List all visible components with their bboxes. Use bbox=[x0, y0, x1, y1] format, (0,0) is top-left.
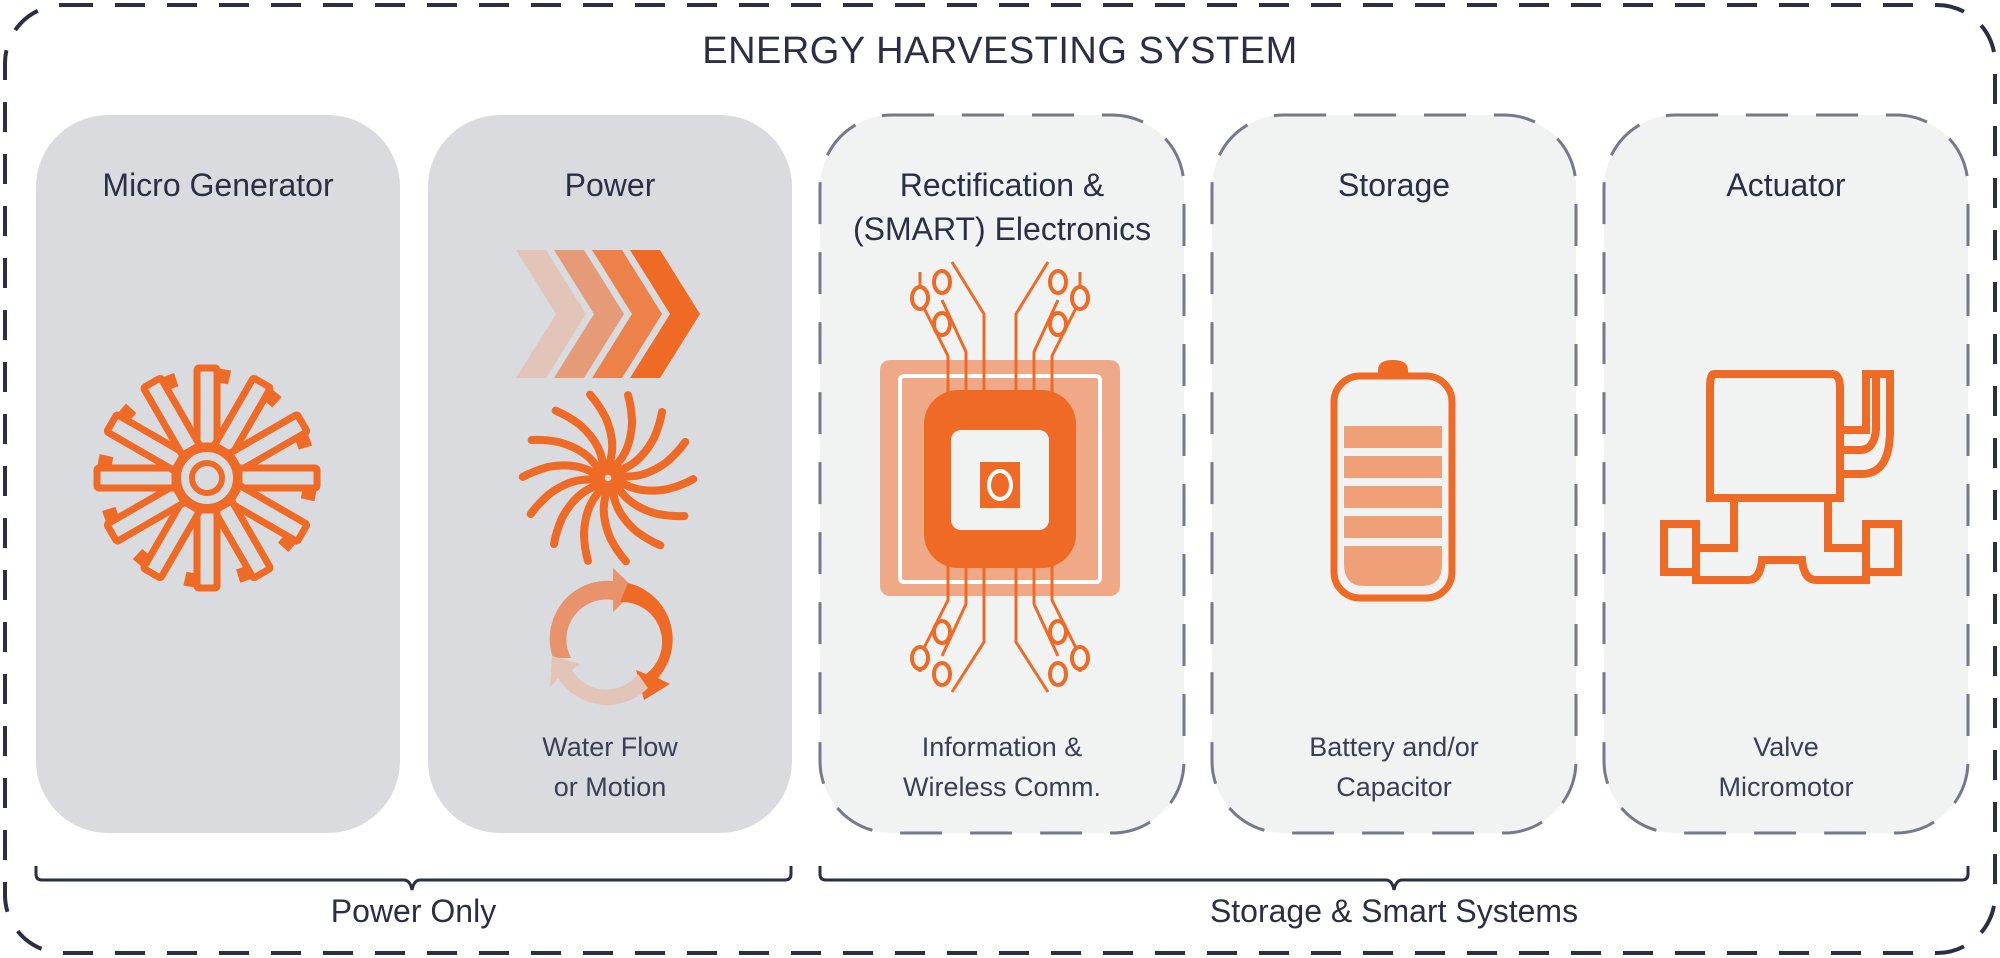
caption-line: Micromotor bbox=[1718, 772, 1854, 802]
swirl-arm bbox=[550, 480, 608, 548]
panel-caption: Water Flow or Motion bbox=[428, 727, 792, 807]
panel-title: Micro Generator bbox=[36, 163, 400, 207]
cycle-arrows-icon bbox=[549, 568, 673, 705]
panel-title-line: Micro Generator bbox=[102, 167, 334, 203]
panel-title: Rectification & (SMART) Electronics bbox=[820, 163, 1184, 251]
panel-title: Power bbox=[428, 163, 792, 207]
chevron-arrows-icon bbox=[516, 250, 700, 378]
swirl-arm bbox=[605, 391, 637, 475]
circuit-chip-icon bbox=[880, 261, 1120, 693]
panel-title-line: Power bbox=[564, 167, 656, 203]
panel-title-line: Rectification & bbox=[899, 167, 1105, 203]
swirl-arm bbox=[610, 437, 690, 481]
swirl-arm bbox=[610, 476, 689, 521]
caption-line: or Motion bbox=[553, 772, 667, 802]
swirl-water-icon bbox=[518, 390, 698, 566]
valve-icon bbox=[1660, 370, 1902, 584]
swirl-arm bbox=[608, 479, 665, 550]
caption-line: Water Flow bbox=[542, 732, 678, 762]
group-label-power-only: Power Only bbox=[330, 893, 497, 929]
power-only-bracket bbox=[34, 866, 793, 891]
swirl-arm bbox=[611, 473, 698, 495]
battery-icon bbox=[1330, 360, 1456, 602]
generator-wheel-icon bbox=[93, 364, 321, 592]
caption-line: Information & bbox=[921, 732, 1083, 762]
caption-line: Valve bbox=[1753, 732, 1819, 762]
swirl-arm bbox=[527, 435, 606, 480]
swirl-arm bbox=[586, 390, 617, 476]
group-label-storage-smart-systems: Storage & Smart Systems bbox=[1209, 893, 1579, 929]
swirl-arm bbox=[526, 475, 606, 519]
caption-line: Capacitor bbox=[1336, 772, 1452, 802]
panel-caption: Information & Wireless Comm. bbox=[820, 727, 1184, 807]
panel-title-line: (SMART) Electronics bbox=[852, 211, 1152, 247]
swirl-arm bbox=[551, 406, 608, 477]
caption-line: Battery and/or bbox=[1309, 732, 1479, 762]
diagram-title: ENERGY HARVESTING SYSTEM bbox=[702, 30, 1298, 72]
storage-smart-bracket bbox=[818, 866, 1970, 891]
swirl-arm bbox=[518, 461, 605, 483]
caption-line: Wireless Comm. bbox=[902, 772, 1101, 802]
panel-title-line: Storage bbox=[1337, 167, 1451, 203]
swirl-arm bbox=[608, 408, 666, 476]
panel-title: Storage bbox=[1212, 163, 1576, 207]
panel-title: Actuator bbox=[1604, 163, 1968, 207]
swirl-arm bbox=[599, 480, 630, 566]
swirl-arm bbox=[579, 481, 611, 565]
panel-title-line: Actuator bbox=[1726, 167, 1846, 203]
